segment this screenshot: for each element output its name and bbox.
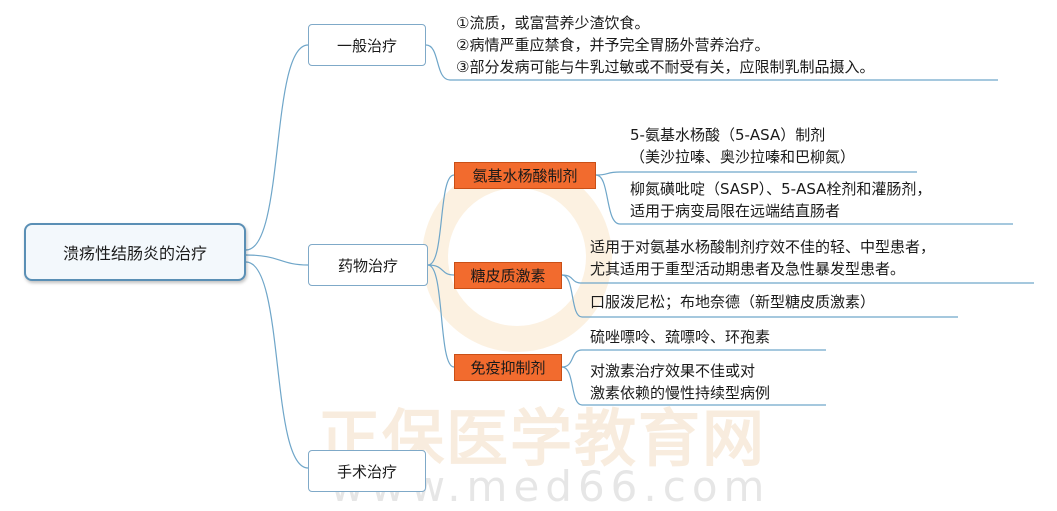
steroid-note1-line1: 适用于对氨基水杨酸制剂疗效不佳的轻、中型患者， — [590, 238, 936, 256]
node-surgery[interactable]: 手术治疗 — [308, 450, 426, 492]
node-steroid[interactable]: 糖皮质激素 — [454, 262, 562, 289]
asa-note2-line2: 适用于病变局限在远端结直肠者 — [630, 202, 841, 220]
node-immune[interactable]: 免疫抑制剂 — [454, 354, 562, 381]
immune-note2-line1: 对激素治疗效果不佳或对 — [590, 362, 756, 380]
steroid-note1-line2: 尤其适用于重型活动期患者及急性暴发型患者。 — [590, 260, 906, 278]
node-asa[interactable]: 氨基水杨酸制剂 — [454, 162, 596, 189]
immune-note2-line2: 激素依赖的慢性持续型病例 — [590, 384, 771, 402]
steroid-note2-line1: 口服泼尼松；布地奈德（新型糖皮质激素） — [590, 293, 876, 311]
asa-note1-line2: （美沙拉嗪、奥沙拉嗪和巴柳氮） — [630, 148, 856, 166]
asa-note2-line1: 柳氮磺吡啶（SASP）、5-ASA栓剂和灌肠剂， — [630, 180, 932, 198]
node-general[interactable]: 一般治疗 — [308, 24, 426, 66]
general-item-3: ③部分发病可能与牛乳过敏或不耐受有关，应限制乳制品摄入。 — [456, 58, 875, 76]
general-item-1: ①流质，或富营养少渣饮食。 — [456, 14, 650, 32]
node-drug[interactable]: 药物治疗 — [308, 244, 428, 286]
immune-note1-line1: 硫唑嘌呤、巯嘌呤、环孢素 — [590, 328, 771, 346]
asa-note1-line1: 5-氨基水杨酸（5-ASA）制剂 — [630, 126, 826, 144]
root-node[interactable]: 溃疡性结肠炎的治疗 — [24, 223, 246, 281]
general-item-2: ②病情严重应禁食，并予完全胃肠外营养治疗。 — [456, 36, 770, 54]
